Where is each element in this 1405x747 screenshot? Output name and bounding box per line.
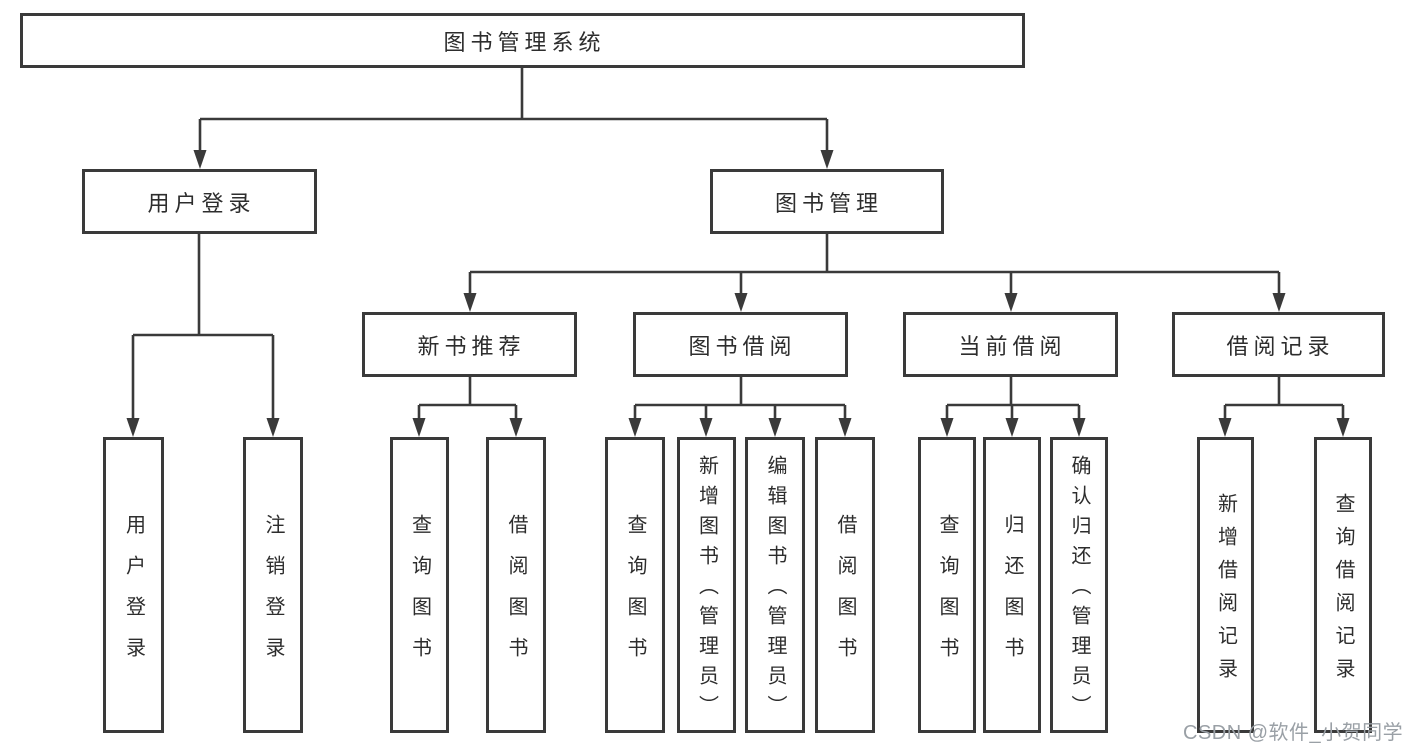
- node-leaf-return-books: 归还图书: [983, 437, 1041, 733]
- node-borrowing-records: 借阅记录: [1172, 312, 1385, 377]
- node-label: 用户登录: [122, 513, 145, 678]
- node-label: 注销登录: [262, 513, 284, 678]
- node-leaf-confirm-return-admin: 确认归还（管理员）: [1050, 437, 1108, 733]
- node-leaf-search-borrow-record: 查询借阅记录: [1314, 437, 1372, 733]
- node-label: 图书借阅: [688, 333, 797, 359]
- node-label: 查询图书: [624, 513, 646, 678]
- node-label: 新书推荐: [417, 333, 526, 359]
- node-new-book-recommendation: 新书推荐: [362, 312, 577, 377]
- node-label: 确认归还（管理员）: [1068, 455, 1090, 725]
- node-leaf-user-login: 用户登录: [103, 437, 164, 733]
- node-label: 当前借阅: [958, 333, 1067, 359]
- node-leaf-add-borrow-record: 新增借阅记录: [1197, 437, 1254, 733]
- node-leaf-edit-books-admin: 编辑图书（管理员）: [745, 437, 805, 733]
- node-leaf-search-books-current: 查询图书: [918, 437, 976, 733]
- node-label: 新增图书（管理员）: [695, 455, 718, 725]
- node-current-borrowing: 当前借阅: [903, 312, 1118, 377]
- node-label: 查询借阅记录: [1332, 492, 1354, 691]
- node-book-borrowing: 图书借阅: [633, 312, 848, 377]
- node-label: 图书管理系统: [443, 29, 606, 55]
- node-label: 借阅图书: [834, 513, 856, 678]
- node-leaf-add-books-admin: 新增图书（管理员）: [677, 437, 736, 733]
- node-label: 借阅图书: [505, 513, 527, 678]
- csdn-watermark: CSDN @软件_小贺同学: [1183, 722, 1404, 744]
- node-label: 查询图书: [936, 513, 958, 678]
- node-leaf-borrow-books: 借阅图书: [815, 437, 875, 733]
- node-label: 图书管理: [774, 190, 883, 216]
- node-label: 新增借阅记录: [1214, 492, 1237, 691]
- node-label: 归还图书: [1001, 513, 1023, 678]
- node-leaf-search-books-recommend: 查询图书: [390, 437, 449, 733]
- node-label: 查询图书: [408, 513, 431, 678]
- node-user-login: 用户登录: [82, 169, 317, 234]
- node-leaf-logout: 注销登录: [243, 437, 303, 733]
- node-label: 用户登录: [147, 190, 256, 216]
- node-label: 编辑图书（管理员）: [764, 455, 786, 725]
- node-book-management: 图书管理: [710, 169, 944, 234]
- node-leaf-search-books-borrowing: 查询图书: [605, 437, 665, 733]
- node-library-management-system: 图书管理系统: [20, 13, 1025, 68]
- node-label: 借阅记录: [1226, 333, 1335, 359]
- node-leaf-borrow-books-recommend: 借阅图书: [486, 437, 546, 733]
- arrowhead-icons: [126, 150, 1350, 437]
